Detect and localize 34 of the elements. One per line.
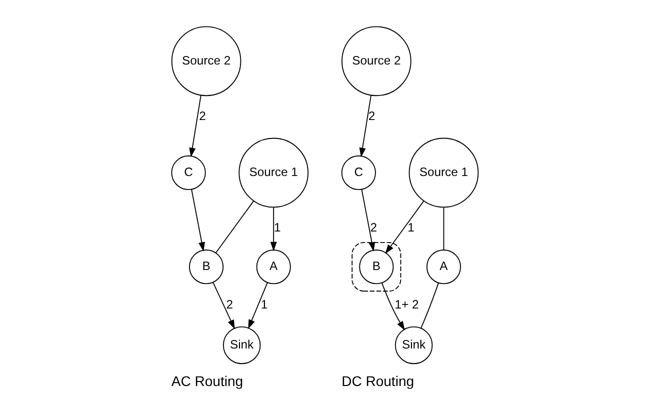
edge-label: 1+ 2: [394, 297, 419, 312]
label: DC Routing: [342, 373, 414, 390]
node-circle: A: [256, 250, 291, 284]
label: AC Routing: [171, 373, 244, 390]
node-circle: C: [171, 155, 206, 190]
edge-label: 1: [274, 220, 281, 235]
edge-label: 1: [408, 220, 414, 235]
arrow: [359, 94, 372, 158]
node-circle: C: [341, 155, 376, 190]
node-circle: Source 2: [171, 26, 242, 96]
connector: [443, 206, 444, 250]
edge-label: 1: [260, 297, 268, 312]
arrow: [270, 206, 277, 252]
node-circle: Sink: [394, 326, 433, 364]
edge-label: 2: [226, 297, 234, 312]
connector: [420, 282, 439, 328]
edge-label: 2: [368, 109, 376, 124]
arrow: [381, 282, 405, 331]
node-circle: A: [426, 250, 462, 284]
node-circle: Sink: [222, 326, 261, 364]
node-circle: Source 1: [238, 138, 309, 208]
arrow: [212, 282, 235, 330]
arrow: [361, 188, 376, 252]
arrow: [385, 200, 424, 254]
connector: [215, 200, 254, 254]
edge-label: 2: [370, 220, 377, 235]
node-circle: B: [359, 250, 394, 284]
node-circle: Source 1: [408, 138, 479, 208]
arrow: [248, 282, 268, 330]
node-circle: Source 2: [341, 26, 412, 96]
node-circle: B: [188, 250, 224, 284]
arrow: [189, 94, 202, 158]
edge-label: 2: [199, 109, 206, 124]
arrow: [191, 188, 205, 252]
